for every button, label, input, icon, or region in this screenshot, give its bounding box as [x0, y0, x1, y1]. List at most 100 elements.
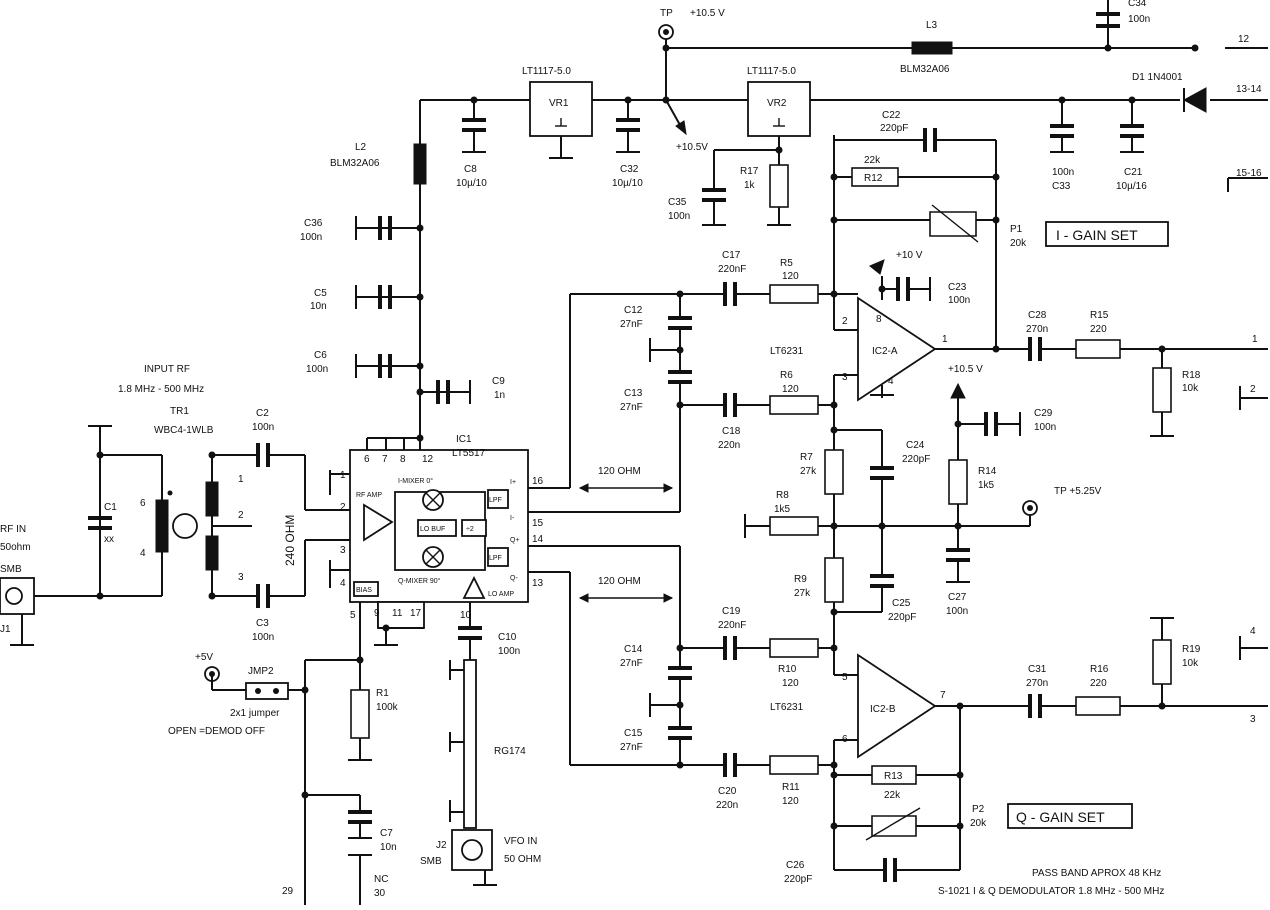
gain-set-boxes [1007, 221, 1169, 829]
label-p17: 17 [410, 608, 422, 619]
label-out1: 1 [1252, 334, 1258, 345]
labels-q-channel: C10 100n C19 220nF C14 27nF R10 120 R19 … [168, 606, 1256, 899]
label-c21v: 10µ/16 [1116, 181, 1147, 192]
label-vfo2: 50 OHM [504, 854, 541, 865]
label-lt6231b: LT6231 [770, 702, 804, 713]
label-l3v: BLM32A06 [900, 64, 950, 75]
label-pin5b: 5 [842, 672, 848, 683]
label-j1: J1 [0, 624, 11, 635]
label-n6: 6 [140, 498, 146, 509]
label-c23v: 100n [948, 295, 970, 306]
label-loamp: LO AMP [488, 591, 514, 598]
label-r15v: 220 [1090, 324, 1107, 335]
label-c19: C19 [722, 606, 741, 617]
label-ohm120b: 120 OHM [598, 576, 641, 587]
label-v105b: +10.5V [676, 142, 708, 153]
label-igain: I - GAIN SET [1056, 227, 1138, 243]
label-r16v: 220 [1090, 678, 1107, 689]
label-smb: SMB [0, 564, 22, 575]
label-c17v: 220nF [718, 264, 746, 275]
label-c33v: 100n [1052, 167, 1074, 178]
label-out4: 4 [1250, 626, 1256, 637]
label-pin1: 1 [942, 334, 948, 345]
label-p10: 10 [460, 610, 472, 621]
label-c34v: 100n [1128, 14, 1150, 25]
label-tp-top: TP [660, 8, 673, 19]
label-c21: C21 [1124, 167, 1143, 178]
label-c18: C18 [722, 426, 741, 437]
label-n30: 30 [374, 888, 386, 899]
label-p13: 13 [532, 578, 544, 589]
label-p2: P2 [972, 804, 985, 815]
ic1-lt5517 [329, 449, 570, 660]
label-pin12: 12 [1238, 34, 1250, 45]
label-r17: R17 [740, 166, 759, 177]
label-c23: C23 [948, 282, 967, 293]
label-c13v: 27nF [620, 402, 643, 413]
label-p5: 5 [350, 610, 356, 621]
label-r1: R1 [376, 688, 389, 699]
label-div: ÷2 [466, 526, 474, 533]
label-c15v: 27nF [620, 742, 643, 753]
junction-dots [96, 44, 1199, 830]
labels-rf-input: RF IN 50ohm C1 xx 6 4 1 2 3 240 OHM SMB … [0, 474, 297, 643]
label-pin2: 2 [842, 316, 848, 327]
label-c12v: 27nF [620, 319, 643, 330]
label-c22: C22 [882, 110, 901, 121]
label-ohm120a: 120 OHM [598, 466, 641, 477]
label-c8v: 10µ/10 [456, 178, 487, 189]
labels-bias: C24 220pF R7 27k R14 1k5 TP +5.25V R8 1k… [774, 440, 1102, 623]
label-r7: R7 [800, 452, 813, 463]
label-c35: C35 [668, 197, 687, 208]
label-ic1v: LT5517 [452, 448, 486, 459]
label-lt6231a: LT6231 [770, 346, 804, 357]
label-bias: BIAS [356, 587, 372, 594]
label-l2v: BLM32A06 [330, 158, 380, 169]
label-vr1t: LT1117-5.0 [522, 66, 571, 77]
label-n29: 29 [282, 886, 294, 897]
label-r9: R9 [794, 574, 807, 585]
l3-inductor [911, 41, 953, 55]
label-c32: C32 [620, 164, 639, 175]
label-c29: C29 [1034, 408, 1053, 419]
label-title: S-1021 I & Q DEMODULATOR 1.8 MHz - 500 M… [938, 886, 1164, 897]
label-p15: 15 [532, 518, 544, 529]
label-pin7b: 7 [940, 690, 946, 701]
label-c27: C27 [948, 592, 967, 603]
label-c24: C24 [906, 440, 925, 451]
label-l2: L2 [355, 142, 367, 153]
label-iminus: I- [510, 515, 515, 522]
label-c36v: 100n [300, 232, 322, 243]
label-rf-in2: 50ohm [0, 542, 31, 553]
labels-power: TP +10.5 V C34 100n 12 L3 BLM32A06 D1 1N… [330, 0, 1262, 222]
label-pass: PASS BAND APROX 48 KHz [1032, 868, 1161, 879]
label-c9v: 1n [494, 390, 505, 401]
label-rf-in: RF IN [0, 524, 26, 535]
label-c7v: 10n [380, 842, 397, 853]
label-r7v: 27k [800, 466, 817, 477]
label-tr1v: WBC4-1WLB [154, 425, 214, 436]
label-c1: C1 [104, 502, 117, 513]
c34-capacitor [1096, 12, 1120, 48]
label-ic2b: IC2-B [870, 704, 896, 715]
label-r19v: 10k [1182, 658, 1199, 669]
label-nc: NC [374, 874, 388, 885]
label-r11: R11 [782, 782, 800, 793]
label-d1: D1 1N4001 [1132, 72, 1183, 83]
label-tr-n1: 1 [238, 474, 244, 485]
label-c13: C13 [624, 388, 643, 399]
label-r19: R19 [1182, 644, 1201, 655]
label-c34: C34 [1128, 0, 1147, 9]
label-r18v: 10k [1182, 383, 1199, 394]
label-out3: 3 [1250, 714, 1256, 725]
l2-inductor [413, 143, 427, 185]
label-p6: 6 [364, 454, 370, 465]
c33-c21-capacitors [1050, 100, 1144, 153]
bias-divider-network [744, 382, 1038, 675]
label-c10: C10 [498, 632, 517, 643]
bias-jumper-network [204, 659, 372, 905]
vfo-input-network [449, 626, 497, 886]
label-j2v: SMB [420, 856, 442, 867]
c35-r17-branch [665, 99, 791, 226]
label-p2v: 20k [970, 818, 987, 829]
